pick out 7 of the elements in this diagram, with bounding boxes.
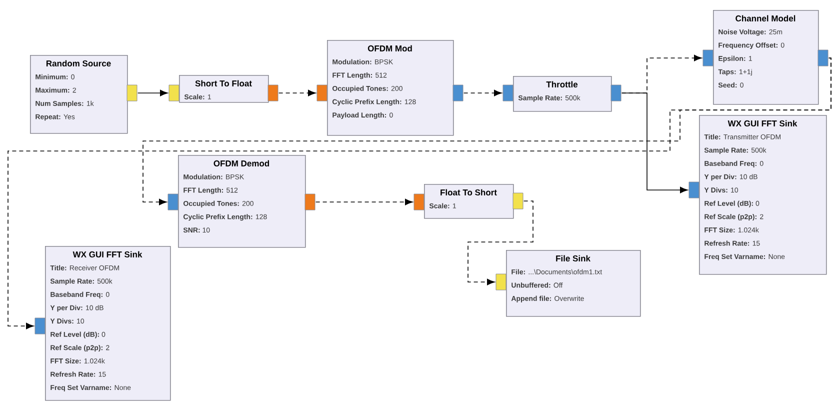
arrow	[8, 58, 832, 330]
arrow	[463, 90, 502, 96]
arrow	[278, 90, 316, 96]
arrow	[621, 92, 688, 194]
arrow	[468, 200, 534, 286]
arrow	[137, 90, 168, 96]
arrow	[315, 198, 413, 206]
